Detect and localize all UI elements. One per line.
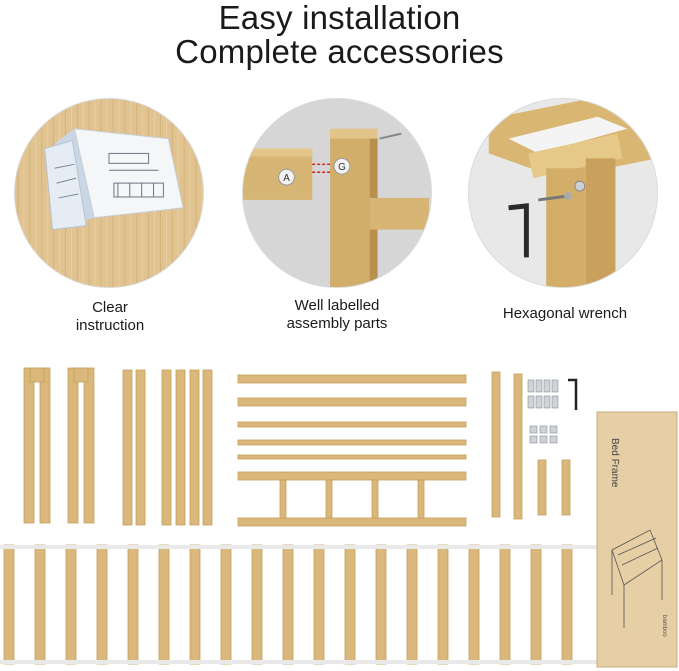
label-g-text: G	[338, 162, 346, 173]
bed-slat	[375, 544, 387, 665]
post	[135, 369, 146, 526]
post	[67, 367, 79, 524]
post-cap	[73, 367, 89, 383]
post-cap	[29, 367, 45, 383]
rail	[237, 471, 467, 481]
rail	[237, 421, 467, 428]
bed-slat	[220, 544, 232, 665]
post	[175, 369, 186, 526]
hex-wrench-icon	[568, 378, 578, 410]
label-a-text: A	[283, 173, 290, 184]
bed-slat	[3, 544, 15, 665]
caption-line-1: Clear	[92, 299, 128, 316]
caption-line-1: Well labelled	[294, 297, 380, 314]
hex-wrench-photo	[468, 98, 658, 288]
bed-frame-sketch	[611, 529, 663, 628]
caption-line-1: Hexagonal wrench	[502, 305, 628, 322]
post	[189, 369, 200, 526]
bed-slat	[158, 544, 170, 665]
bed-slat	[344, 544, 356, 665]
labelled-joint-photo: A G	[242, 98, 432, 288]
rail	[237, 397, 467, 407]
caption-labelled-parts: Well labelled assembly parts	[257, 297, 417, 333]
bed-slat	[127, 544, 139, 665]
post	[23, 367, 35, 524]
bed-slat	[530, 544, 542, 665]
parts-layout-photo: Bed Frame bamboo	[0, 360, 679, 671]
caption-line-2: instruction	[75, 317, 145, 334]
bed-slat	[406, 544, 418, 665]
post	[39, 367, 51, 524]
bed-slat	[251, 544, 263, 665]
rail	[237, 439, 467, 446]
rail	[237, 517, 467, 527]
bed-slat	[65, 544, 77, 665]
rail	[237, 374, 467, 384]
caption-hexagonal-wrench: Hexagonal wrench	[470, 305, 660, 323]
rail	[237, 454, 467, 460]
bed-slat	[468, 544, 480, 665]
bed-slat	[189, 544, 201, 665]
caption-line-2: assembly parts	[286, 315, 388, 332]
bed-slat	[282, 544, 294, 665]
bed-slat	[96, 544, 108, 665]
post	[161, 369, 172, 526]
bed-slat	[34, 544, 46, 665]
headline-line-1: Easy installation	[218, 0, 461, 36]
headline-line-2: Complete accessories	[175, 33, 504, 70]
box-label: Bed Frame	[609, 438, 620, 488]
box-brand: bamboo	[661, 615, 667, 637]
bed-slat	[499, 544, 511, 665]
bed-slat	[437, 544, 449, 665]
instruction-booklet-photo	[14, 98, 204, 288]
caption-clear-instruction: Clear instruction	[40, 299, 180, 335]
post	[202, 369, 213, 526]
bed-slat	[561, 544, 573, 665]
post	[122, 369, 133, 526]
packaging-box	[596, 411, 678, 668]
post	[83, 367, 95, 524]
bed-slat	[313, 544, 325, 665]
